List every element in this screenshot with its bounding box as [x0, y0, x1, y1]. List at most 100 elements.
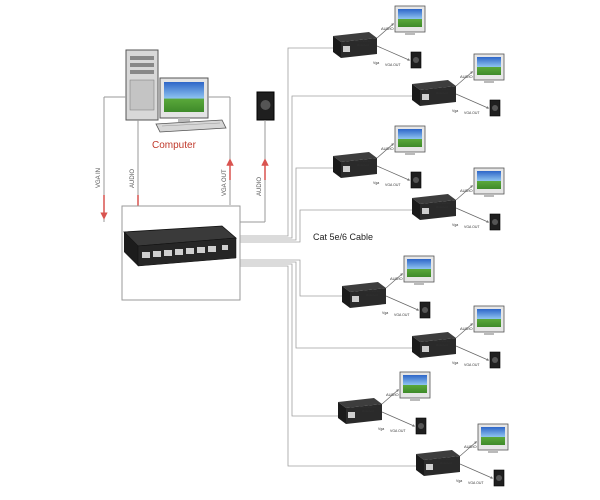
- receiver-box-top: [342, 282, 386, 292]
- receiver-rj45-port: [422, 346, 429, 352]
- receiver-audio-line: [459, 463, 494, 479]
- receiver-name-line1: VGA/Stereo: [360, 405, 376, 409]
- receiver-vga-line: [376, 23, 395, 39]
- transmitter-device: [123, 225, 237, 267]
- receiver-vga-line: [381, 389, 400, 405]
- receiver-vga-out-label: VGA OUT: [464, 225, 480, 229]
- vga-in-label: VGA IN: [96, 168, 102, 188]
- receiver-name-line1: VGA/Stereo: [355, 39, 371, 43]
- receiver-speaker-cone: [413, 57, 419, 63]
- receiver-audio-line: [376, 165, 411, 181]
- receiver-box-front: [350, 288, 386, 308]
- receiver-box-top: [416, 450, 460, 460]
- receiver-rj45-port: [352, 296, 359, 302]
- receiver-box-side: [412, 198, 420, 220]
- receiver-name-line1: VGA/Stereo: [438, 457, 454, 461]
- receiver-box-top: [412, 80, 456, 90]
- receiver-name-line1: VGA/Stereo: [434, 339, 450, 343]
- audio-in-label: AUDIO: [130, 169, 136, 188]
- receiver-name-line2: Receiver: [440, 461, 452, 465]
- receiver-box-side: [338, 402, 346, 424]
- receiver-port-label: Vga: [382, 311, 388, 315]
- receiver-name-line2: Receiver: [436, 343, 448, 347]
- receiver-monitor-screen: [477, 57, 501, 75]
- receiver-port-label: Vga: [456, 479, 462, 483]
- receiver-name-line1: VGA/Stereo: [355, 159, 371, 163]
- receiver-name-line1: VGA/Stereo: [434, 201, 450, 205]
- receiver-audio-line: [455, 207, 490, 223]
- receiver-box-front: [420, 86, 456, 106]
- receiver-monitor-screen: [398, 129, 422, 147]
- receiver-monitor-screen: [477, 171, 501, 189]
- vga-out-label: VGA OUT: [222, 169, 228, 196]
- receiver-port-label: Vga: [373, 181, 379, 185]
- receiver-vga-line: [459, 441, 478, 457]
- receiver-rj45-port: [343, 166, 350, 172]
- receiver-monitor-stand: [484, 332, 494, 335]
- receiver-vga-out-label: VGA OUT: [468, 481, 484, 485]
- computer-tower: [125, 49, 159, 121]
- receiver-monitor-stand: [405, 32, 415, 35]
- receiver-speaker-cone: [422, 307, 428, 313]
- receiver-box-side: [416, 454, 424, 476]
- receiver-box-front: [420, 200, 456, 220]
- receiver-vga-out-label: VGA OUT: [394, 313, 410, 317]
- receiver-monitor-screen: [398, 9, 422, 27]
- receiver-speaker-cone: [492, 105, 498, 111]
- receiver-vga-out-label: VGA OUT: [385, 183, 401, 187]
- receiver-audio-label: AUDIO: [386, 392, 399, 397]
- computer-keyboard: [155, 119, 227, 133]
- receiver-box-side: [412, 336, 420, 358]
- receiver-monitor-stand: [484, 80, 494, 83]
- receiver-audio-line: [381, 411, 416, 427]
- receiver-port-label: Vga: [373, 61, 379, 65]
- receiver-audio-label: AUDIO: [460, 74, 473, 79]
- receiver-box-side: [333, 36, 341, 58]
- receiver-box-front: [424, 456, 460, 476]
- receiver-speaker-cone: [496, 475, 502, 481]
- receiver-name-line2: Receiver: [436, 91, 448, 95]
- receiver-vga-out-label: VGA OUT: [464, 363, 480, 367]
- receiver-rj45-port: [343, 46, 350, 52]
- receiver-rj45-port: [422, 94, 429, 100]
- receiver-audio-label: AUDIO: [381, 26, 394, 31]
- receiver-monitor-screen: [477, 309, 501, 327]
- source-speaker: [256, 91, 275, 121]
- receiver-box-top: [412, 194, 456, 204]
- receiver-name-line2: Receiver: [362, 409, 374, 413]
- receiver-vga-line: [455, 71, 474, 87]
- receiver-vga-line: [385, 273, 404, 289]
- receiver-box-front: [346, 404, 382, 424]
- receiver-monitor-stand: [414, 282, 424, 285]
- receiver-vga-out-label: VGA OUT: [390, 429, 406, 433]
- receiver-monitor-stand: [484, 194, 494, 197]
- receiver-speaker-cone: [413, 177, 419, 183]
- receiver-box-top: [412, 332, 456, 342]
- transmitter-ports: [142, 245, 228, 258]
- receiver-name-line2: Receiver: [357, 163, 369, 167]
- receiver-name-line2: Receiver: [366, 293, 378, 297]
- computer-label: Computer: [152, 140, 197, 151]
- receiver-box-side: [333, 156, 341, 178]
- receiver-audio-line: [376, 45, 411, 61]
- receiver-port-label: Vga: [452, 223, 458, 227]
- receiver-vga-line: [455, 185, 474, 201]
- receiver-port-label: Vga: [452, 361, 458, 365]
- receiver-speaker-cone: [418, 423, 424, 429]
- receiver-monitor-screen: [403, 375, 427, 393]
- receiver-name-line2: Receiver: [436, 205, 448, 209]
- receiver-speaker-cone: [492, 219, 498, 225]
- receiver-box-top: [333, 152, 377, 162]
- receiver-box-top: [333, 32, 377, 42]
- receiver-audio-label: AUDIO: [460, 326, 473, 331]
- receiver-name-line1: VGA/Stereo: [364, 289, 380, 293]
- receiver-monitor-stand: [405, 152, 415, 155]
- receiver-name-line2: Receiver: [357, 43, 369, 47]
